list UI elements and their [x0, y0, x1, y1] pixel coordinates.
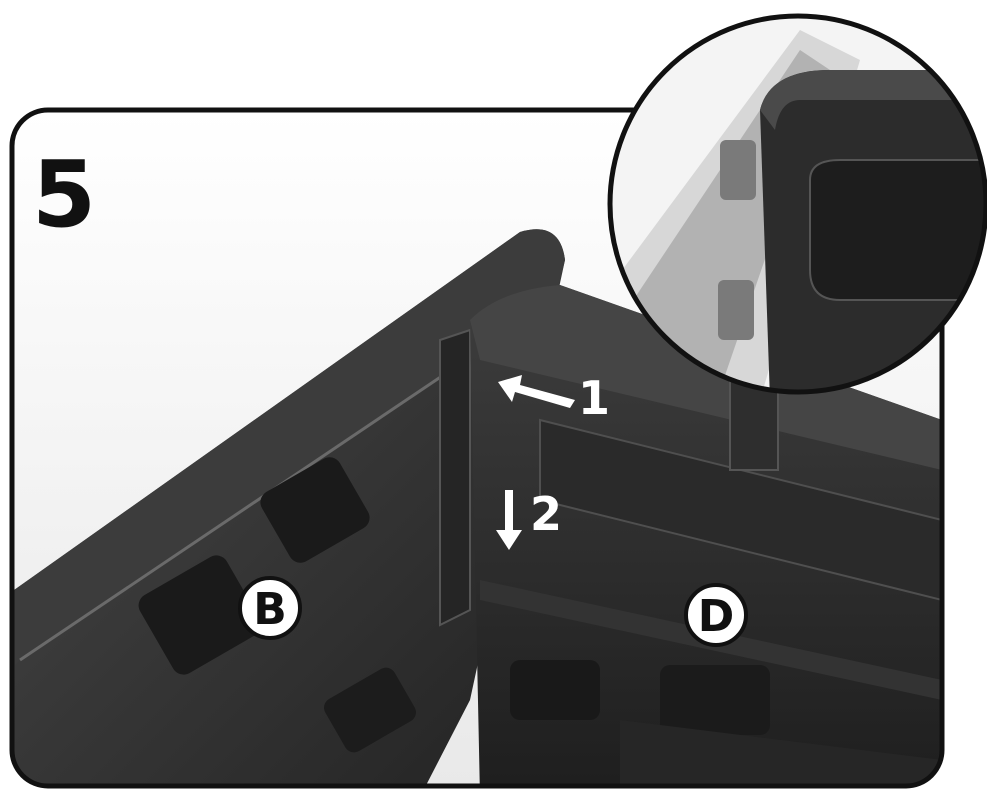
arrow-2-icon — [496, 490, 522, 550]
panel-d — [470, 285, 942, 786]
part-b-label: B — [238, 576, 302, 640]
step-number: 5 — [32, 141, 96, 248]
part-b-letter: B — [253, 584, 287, 635]
arrow-1-label: 1 — [578, 371, 610, 425]
part-d-letter: D — [698, 591, 735, 642]
arrow-2: 2 — [496, 487, 562, 550]
panel-b — [12, 229, 565, 786]
part-d-label: D — [684, 583, 748, 647]
arrow-1: 1 — [498, 371, 610, 425]
zoom-detail-circle — [607, 13, 987, 395]
arrow-1-icon — [498, 375, 575, 408]
arrow-2-label: 2 — [530, 487, 562, 541]
